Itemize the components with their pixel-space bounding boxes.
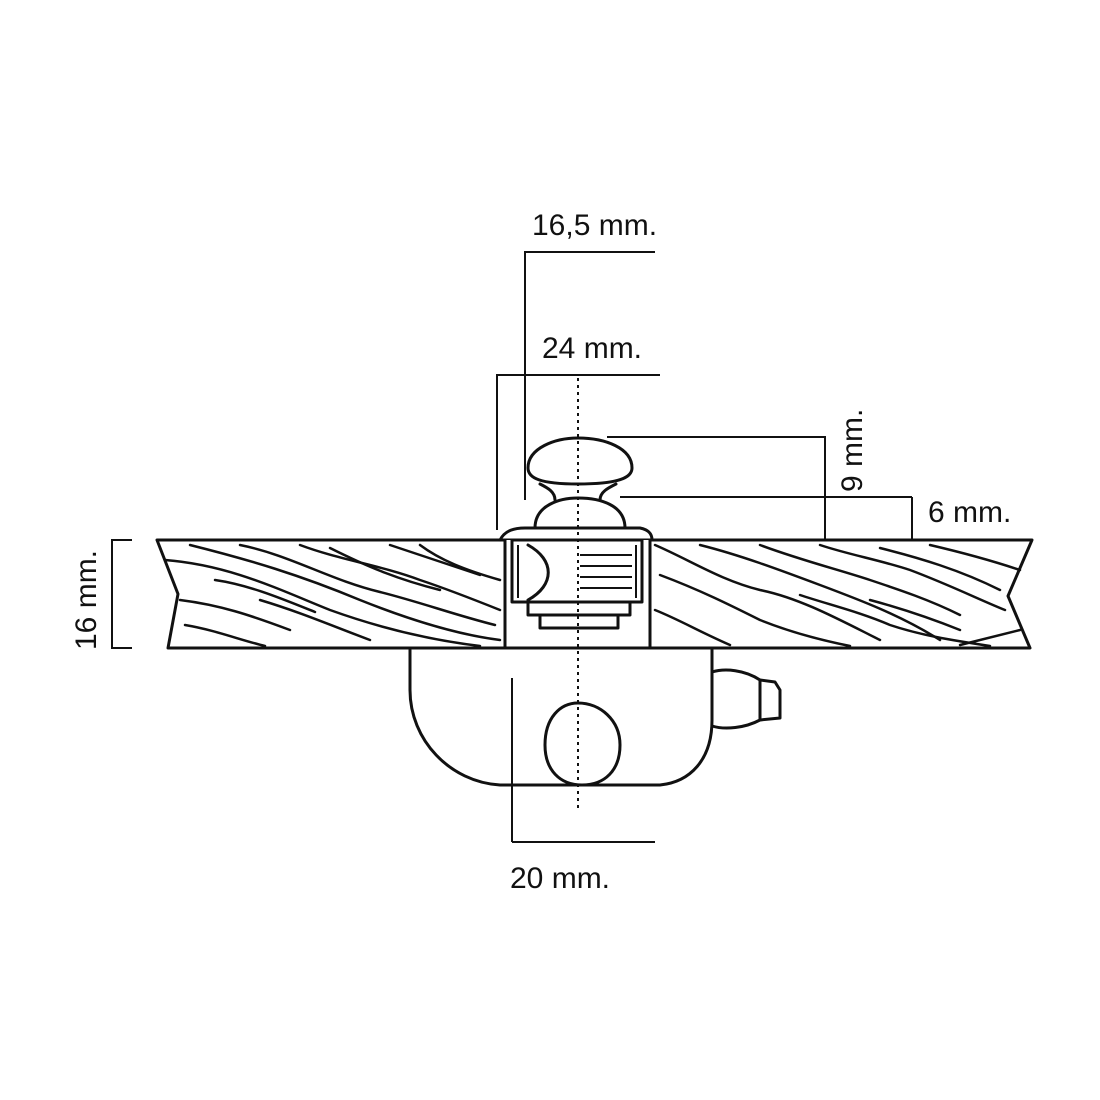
dimension-body-width: 20 mm.: [510, 678, 655, 895]
dimension-top-width: 16,5 mm.: [524, 209, 657, 500]
dimension-knob-height: 9 mm.: [607, 409, 912, 540]
wood-board: [155, 538, 1034, 650]
label-body-width: 20 mm.: [510, 862, 610, 895]
lock-knob: [498, 436, 654, 542]
label-board-thickness: 16 mm.: [70, 550, 103, 650]
dimension-flange-width: 24 mm.: [496, 332, 660, 530]
dimension-board-thickness: 16 mm.: [70, 539, 132, 650]
wood-grain: [163, 543, 1022, 648]
label-knob-height: 9 mm.: [836, 409, 869, 492]
label-flange-width: 24 mm.: [542, 332, 642, 365]
label-top-width: 16,5 mm.: [532, 209, 657, 242]
lock-body: [408, 648, 782, 787]
label-protrusion: 6 mm.: [928, 496, 1011, 529]
dimension-protrusion: 6 mm.: [911, 496, 1011, 540]
